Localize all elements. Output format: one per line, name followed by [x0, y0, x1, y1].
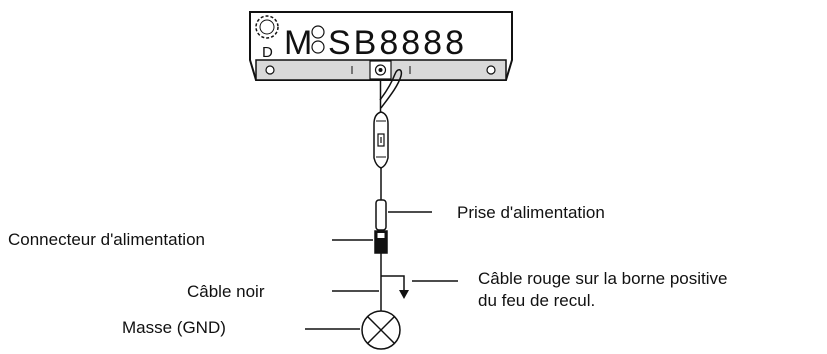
eu-stars-icon: [255, 15, 279, 39]
label-red-cable: Câble rouge sur la borne positive du feu…: [478, 268, 727, 312]
plate-screw-right: [486, 65, 496, 75]
inline-connector: [373, 111, 389, 169]
plate-number: SB8888: [328, 24, 467, 62]
camera-cable: [379, 69, 403, 112]
red-cable-arrow-icon: [399, 290, 409, 299]
plate-region-letter: D: [262, 44, 273, 61]
label-power-socket: Prise d'alimentation: [457, 203, 605, 222]
label-red-cable-line2: du feu de recul.: [478, 291, 596, 310]
label-power-connector: Connecteur d'alimentation: [8, 230, 205, 249]
plate-prefix-letter: M: [284, 24, 312, 62]
license-plate-camera: D M SB8888: [249, 11, 513, 81]
ground-lamp-icon: [361, 310, 401, 350]
label-ground: Masse (GND): [122, 318, 226, 337]
power-socket: [375, 199, 387, 231]
plate-screw-left: [265, 65, 275, 75]
label-red-cable-line1: Câble rouge sur la borne positive: [478, 269, 728, 288]
power-connector: [374, 230, 388, 254]
lower-cables: [380, 253, 405, 312]
label-black-cable: Câble noir: [187, 282, 265, 301]
plate-stickers-icon: [311, 25, 325, 54]
